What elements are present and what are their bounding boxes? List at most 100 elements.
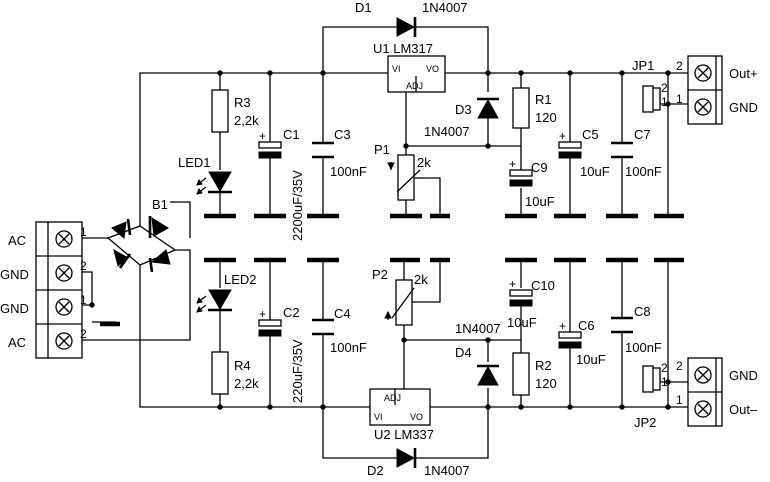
- label-r3-val: 2,2k: [234, 113, 259, 128]
- capacitor-c8: [611, 316, 633, 334]
- label-r1-val: 120: [535, 110, 557, 125]
- label-c8-val: 100nF: [625, 340, 662, 355]
- label-c3-val: 100nF: [330, 164, 367, 179]
- diode-d4: [477, 364, 499, 386]
- label-c1: C1: [283, 127, 300, 142]
- label-d4-type: 1N4007: [455, 321, 501, 336]
- u1-vo-label: VO: [426, 64, 439, 74]
- capacitor-c4: [312, 318, 334, 336]
- input-pin-1b: 1: [80, 293, 87, 307]
- label-r2: R2: [535, 358, 552, 373]
- label-c1-val: 2200uF/35V: [290, 170, 305, 241]
- label-c2: C2: [283, 305, 300, 320]
- jp2-pin-1: 1: [676, 393, 683, 407]
- label-c2-val: 220uF/35V: [290, 339, 305, 403]
- regulator-u1: [387, 55, 446, 93]
- label-d2: D2: [367, 463, 384, 478]
- diode-d1: [396, 17, 417, 37]
- input-pin-2b: 2: [80, 327, 87, 341]
- label-c5-val: 10uF: [580, 164, 610, 179]
- input-label-ac-top: AC: [8, 233, 26, 248]
- output-label-gnd-top: GND: [729, 100, 758, 115]
- label-d1-type: 1N4007: [422, 0, 468, 15]
- potentiometer-p1: [387, 154, 421, 201]
- output-label-out-minus: Out–: [729, 402, 758, 417]
- label-c3: C3: [334, 127, 351, 142]
- label-c6-val: 10uF: [576, 352, 606, 367]
- capacitor-c3: [312, 141, 334, 159]
- plus-c5: +: [559, 129, 566, 143]
- capacitor-c7: [611, 141, 633, 159]
- jp1-pin-2: 2: [676, 59, 683, 73]
- capacitor-c9: [509, 160, 533, 187]
- label-d1: D1: [355, 0, 372, 15]
- capacitor-c6: [558, 331, 582, 349]
- u2-vi-label: VI: [374, 412, 383, 422]
- capacitor-c2: [258, 319, 282, 337]
- label-r2-val: 120: [535, 376, 557, 391]
- output-label-gnd-bottom: GND: [729, 368, 758, 383]
- label-c9: C9: [531, 160, 548, 175]
- input-label-gnd-2: GND: [0, 301, 29, 316]
- label-r3: R3: [234, 95, 251, 110]
- resistor-r1: [512, 87, 530, 129]
- output-terminal-block-top: [687, 55, 723, 125]
- label-c4-val: 100nF: [330, 340, 367, 355]
- label-c7-val: 100nF: [625, 164, 662, 179]
- label-p2-val: 2k: [414, 272, 428, 287]
- label-d3: D3: [455, 102, 472, 117]
- label-c10: C10: [531, 278, 555, 293]
- label-led1: LED1: [178, 155, 211, 170]
- led-led2: [196, 289, 232, 313]
- plus-c10: +: [509, 277, 516, 291]
- bridge-rectifier-b1: [106, 216, 177, 273]
- label-r1: R1: [535, 92, 552, 107]
- plus-c1: +: [259, 129, 266, 143]
- label-p1-val: 2k: [417, 155, 431, 170]
- resistor-r2: [512, 352, 530, 396]
- u2-adj-label: ADJ: [384, 393, 401, 403]
- u1-vi-label: VI: [392, 64, 401, 74]
- plus-c2: +: [259, 307, 266, 321]
- input-screw-icons: [55, 230, 73, 350]
- input-label-ac-bottom: AC: [8, 335, 26, 350]
- capacitor-c10: [509, 289, 533, 315]
- label-led2: LED2: [224, 272, 257, 287]
- output-terminal-block-bottom: [687, 357, 723, 427]
- label-c9-val: 10uF: [525, 194, 555, 209]
- label-d4: D4: [455, 345, 472, 360]
- jp2-pin-2-inner: 2: [661, 361, 668, 375]
- diode-d2: [396, 448, 417, 468]
- label-u1: U1 LM317: [373, 41, 433, 56]
- label-d2-type: 1N4007: [424, 463, 470, 478]
- jumper-jp1: [642, 85, 661, 113]
- plus-c9: +: [509, 157, 516, 171]
- label-jp1: JP1: [632, 58, 654, 73]
- jp1-pin-1-inner: 1: [661, 95, 668, 109]
- output-label-out-plus: Out+: [729, 66, 758, 81]
- jp2-pin-1-inner: 1: [661, 375, 668, 389]
- ground-bars: [100, 213, 684, 327]
- resistor-r3: [211, 89, 229, 133]
- capacitor-c5: [558, 141, 582, 159]
- u1-adj-label: ADJ: [406, 81, 423, 91]
- resistor-r4: [211, 351, 229, 395]
- label-c7: C7: [634, 127, 651, 142]
- label-u2: U2 LM337: [374, 427, 434, 442]
- label-c10-val: 10uF: [507, 315, 537, 330]
- jp1-pin-2-inner: 2: [661, 81, 668, 95]
- label-jp2: JP2: [634, 415, 656, 430]
- jp2-pin-2: 2: [676, 359, 683, 373]
- label-r4-val: 2,2k: [234, 376, 259, 391]
- input-label-gnd-1: GND: [0, 267, 29, 282]
- diode-d3: [477, 97, 499, 119]
- jp1-pin-1: 1: [676, 92, 683, 106]
- plus-c6: +: [559, 319, 566, 333]
- label-r4: R4: [234, 358, 251, 373]
- label-p2: P2: [372, 267, 388, 282]
- jumper-jp2: [642, 365, 661, 393]
- led-led1: [196, 171, 232, 195]
- label-d3-type: 1N4007: [424, 124, 470, 139]
- label-b1: B1: [152, 197, 168, 212]
